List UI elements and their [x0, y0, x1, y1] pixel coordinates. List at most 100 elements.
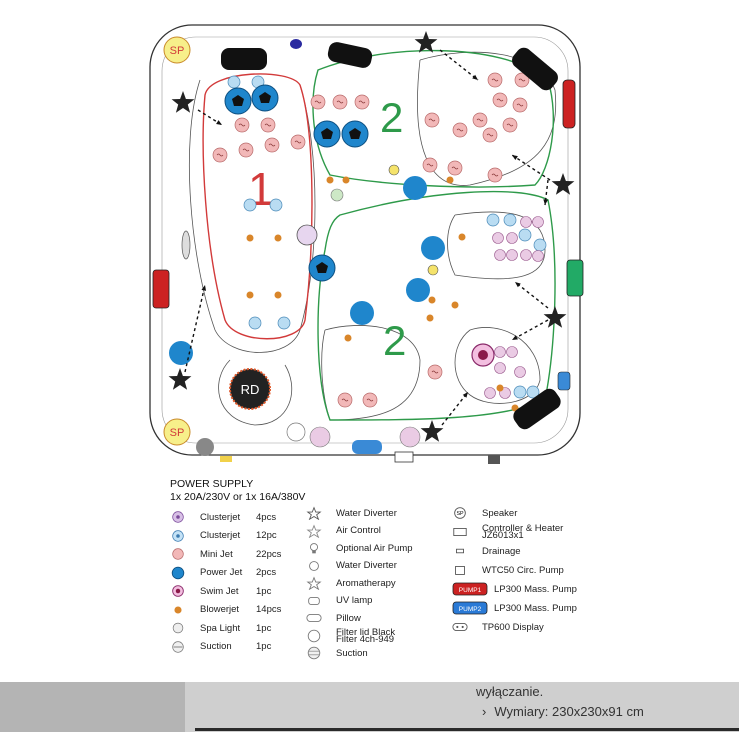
mini-jet-mark-19	[426, 163, 434, 167]
mini-jet-mark-3	[268, 143, 276, 147]
diverter-arrowhead-3	[512, 155, 518, 160]
clusterjet-purple-7	[520, 249, 532, 261]
legend-item-label-line2: JZ6013x1	[482, 530, 524, 541]
mini-jet-icon	[170, 547, 186, 561]
diverter-arrowhead-8	[515, 282, 521, 288]
clusterjet-purple-13	[484, 387, 496, 399]
legend-item: Air Control	[306, 523, 381, 538]
pillow-4	[513, 388, 561, 430]
svg-text:SP: SP	[456, 511, 464, 517]
mini-jet-mark-16	[486, 133, 494, 137]
clusterjet-purple-8	[532, 250, 544, 262]
clusterjet-purple-9	[494, 346, 506, 358]
mini-jet-mark-12	[476, 118, 484, 122]
mini-jet-mark-6	[264, 123, 272, 127]
pump-outlet-4	[350, 301, 374, 325]
diverter-arrowhead-5	[512, 335, 518, 340]
power-jet-core-1	[232, 95, 244, 106]
footer-divider	[195, 728, 739, 731]
mini-jet-mark-5	[238, 123, 246, 127]
mini-jet-mark-1	[216, 153, 224, 157]
legend-item: Suction	[306, 646, 368, 660]
clusterjet-10	[503, 213, 517, 227]
swim-jet-icon	[170, 584, 186, 598]
blowerjet-11	[344, 334, 352, 342]
legend-item-quantity: 1pc	[256, 622, 272, 634]
speaker-label-2: SP	[170, 427, 185, 439]
page-footer: wyłączanie. ›Wymiary: 230x230x91 cm	[0, 682, 739, 732]
legend-item: Drainage	[452, 544, 521, 558]
mini-jet-mark-23	[366, 398, 374, 402]
legend-item-label: Water Diverter	[336, 507, 397, 519]
spa-light-icon	[170, 621, 186, 635]
water-diverter-star-1	[414, 31, 438, 53]
legend-item-label: Air Control	[336, 525, 381, 536]
power-jet-core-5	[316, 262, 328, 273]
legend-item-label: Suction	[200, 641, 232, 652]
water-diverter-star-6	[420, 420, 444, 442]
zone-1-outline	[202, 73, 313, 340]
blowerjet-4	[274, 291, 282, 299]
mass-pump-red-2	[562, 79, 576, 129]
diverter-arrow-8	[514, 281, 549, 309]
suction-pump	[196, 438, 214, 456]
blowerjet-5	[326, 176, 334, 184]
mass-pump-blue-icon: PUMP2	[452, 601, 488, 615]
blowerjet-13	[496, 384, 504, 392]
legend-item-label: Aromatherapy	[336, 577, 396, 589]
legend-item: Clusterjet 4pcs	[170, 510, 276, 524]
clusterjet-6	[277, 316, 291, 330]
legend-item-quantity: 14pcs	[256, 604, 282, 615]
drainage-1	[220, 456, 232, 462]
water-diverter-star-2	[171, 91, 195, 113]
power-jet-icon	[170, 566, 186, 580]
optional-air-pump	[286, 422, 306, 442]
legend-item: Pillow	[306, 611, 361, 625]
legend-item: TP600 Display	[452, 620, 544, 634]
mini-jet-mark-13	[496, 98, 504, 102]
filter-lid-label: RD	[241, 382, 260, 397]
controller-heater	[394, 451, 414, 463]
aromatherapy	[330, 188, 344, 202]
drainage-icon	[452, 544, 468, 558]
mass-pump-red-icon: PUMP1	[452, 582, 488, 596]
zone-2-bottom-label: 2	[383, 317, 406, 364]
dimensions-text: Wymiary: 230x230x91 cm	[494, 704, 644, 719]
clusterjet-purple-4	[532, 216, 544, 228]
blowerjet-10	[451, 301, 459, 309]
legend-item: Water Diverter	[306, 559, 397, 573]
blowerjet-3	[246, 291, 254, 299]
legend-item-label: Blowerjet	[200, 604, 240, 615]
air-control-icon	[306, 523, 322, 538]
pump-outlet-2	[406, 278, 430, 302]
clusterjet-12	[533, 238, 547, 252]
power-jet-core-3	[321, 128, 333, 139]
clusterjet-purple-6	[506, 249, 518, 261]
legend-item-quantity: 4pcs	[256, 511, 277, 523]
clusterjet-bottom-1	[309, 426, 331, 448]
footer-dimensions: ›Wymiary: 230x230x91 cm	[482, 704, 644, 719]
diverter-arrowhead-4	[543, 199, 548, 205]
legend-item-label: Clusterjet	[200, 511, 241, 523]
clusterjet-purple-3	[520, 216, 532, 228]
optional-air-pump-icon	[306, 541, 322, 555]
clusterjet-purple-2	[506, 232, 518, 244]
power-jet-core-4	[349, 128, 361, 139]
swim-jet-core	[478, 350, 488, 360]
legend-item-label: Suction	[336, 647, 368, 659]
diverter-arrow-2	[197, 109, 223, 126]
legend-item: Water Diverter	[306, 506, 397, 520]
legend-item-quantity: 22pcs	[256, 548, 282, 560]
legend-item-label: Water Diverter	[336, 560, 397, 571]
legend-item: Aromatherapy	[306, 576, 396, 590]
air-control-1	[388, 164, 400, 176]
clusterjet-5	[248, 316, 262, 330]
footer-side-panel	[0, 682, 185, 732]
clusterjet-purple-5	[494, 249, 506, 261]
